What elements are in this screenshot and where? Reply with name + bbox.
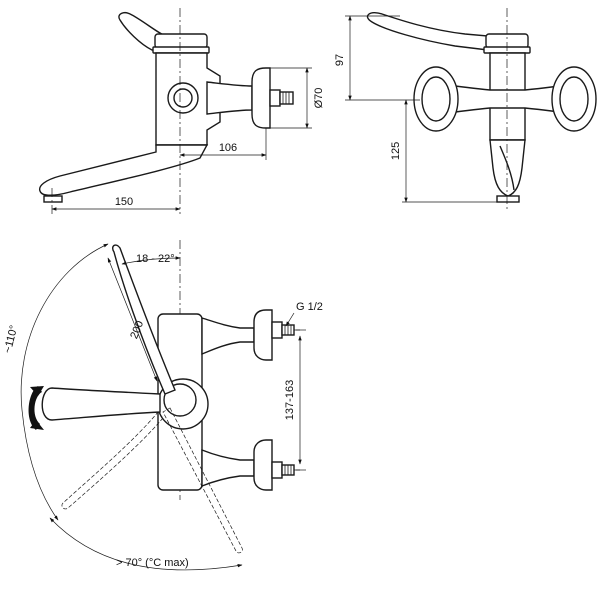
side-cartridge-collar	[152, 46, 210, 54]
front-view	[366, 8, 597, 212]
top-lower-arm	[201, 448, 255, 488]
top-lever-position-cold	[61, 411, 164, 510]
side-cartridge-cap	[154, 33, 208, 49]
top-view	[20, 240, 300, 571]
dim-depth-106: 106	[219, 142, 237, 154]
dim-height-125: 125	[390, 142, 402, 160]
side-connection-arm	[206, 81, 253, 115]
top-lower-flange	[253, 439, 273, 491]
top-upper-flange	[253, 309, 273, 361]
front-lever-handle	[366, 12, 489, 51]
side-thread	[279, 91, 294, 105]
side-view-dimensions: Ø70 106 150	[51, 67, 325, 211]
rotate-direction-icon	[28, 386, 42, 430]
dim-thread-g12: G 1/2	[296, 301, 323, 313]
side-view	[38, 8, 294, 214]
top-lower-nut	[271, 461, 283, 479]
front-aerator	[496, 195, 520, 203]
dim-centres-137-163: 137-163	[284, 380, 296, 420]
top-upper-arm	[201, 317, 255, 356]
side-aerator	[43, 195, 63, 203]
side-eccentric-nut	[269, 89, 281, 107]
top-view-dimensions: 18 - 22° 200 ~110° > 70° (°C max) G 1/2 …	[2, 253, 323, 569]
dim-diameter-70: Ø70	[313, 88, 325, 109]
front-right-flange	[551, 66, 597, 132]
dim-length-150: 150	[115, 196, 133, 208]
front-spout	[489, 139, 526, 197]
side-wall-flange	[251, 67, 271, 129]
top-lever-closed	[41, 387, 161, 421]
dim-height-97: 97	[334, 54, 346, 66]
dim-angle-70: > 70° (°C max)	[116, 557, 189, 569]
dim-angle-18-22: 18 - 22°	[136, 253, 175, 265]
front-left-flange	[413, 66, 459, 132]
side-cartridge-inner	[173, 88, 193, 108]
dim-angle-110: ~110°	[2, 324, 21, 354]
swing-arc-110	[20, 243, 109, 521]
swing-arc-70	[49, 517, 243, 571]
side-cartridge-ring	[167, 82, 199, 114]
side-spout	[38, 144, 209, 196]
front-view-dimensions: 97 125	[334, 15, 500, 203]
top-upper-nut	[271, 321, 283, 339]
